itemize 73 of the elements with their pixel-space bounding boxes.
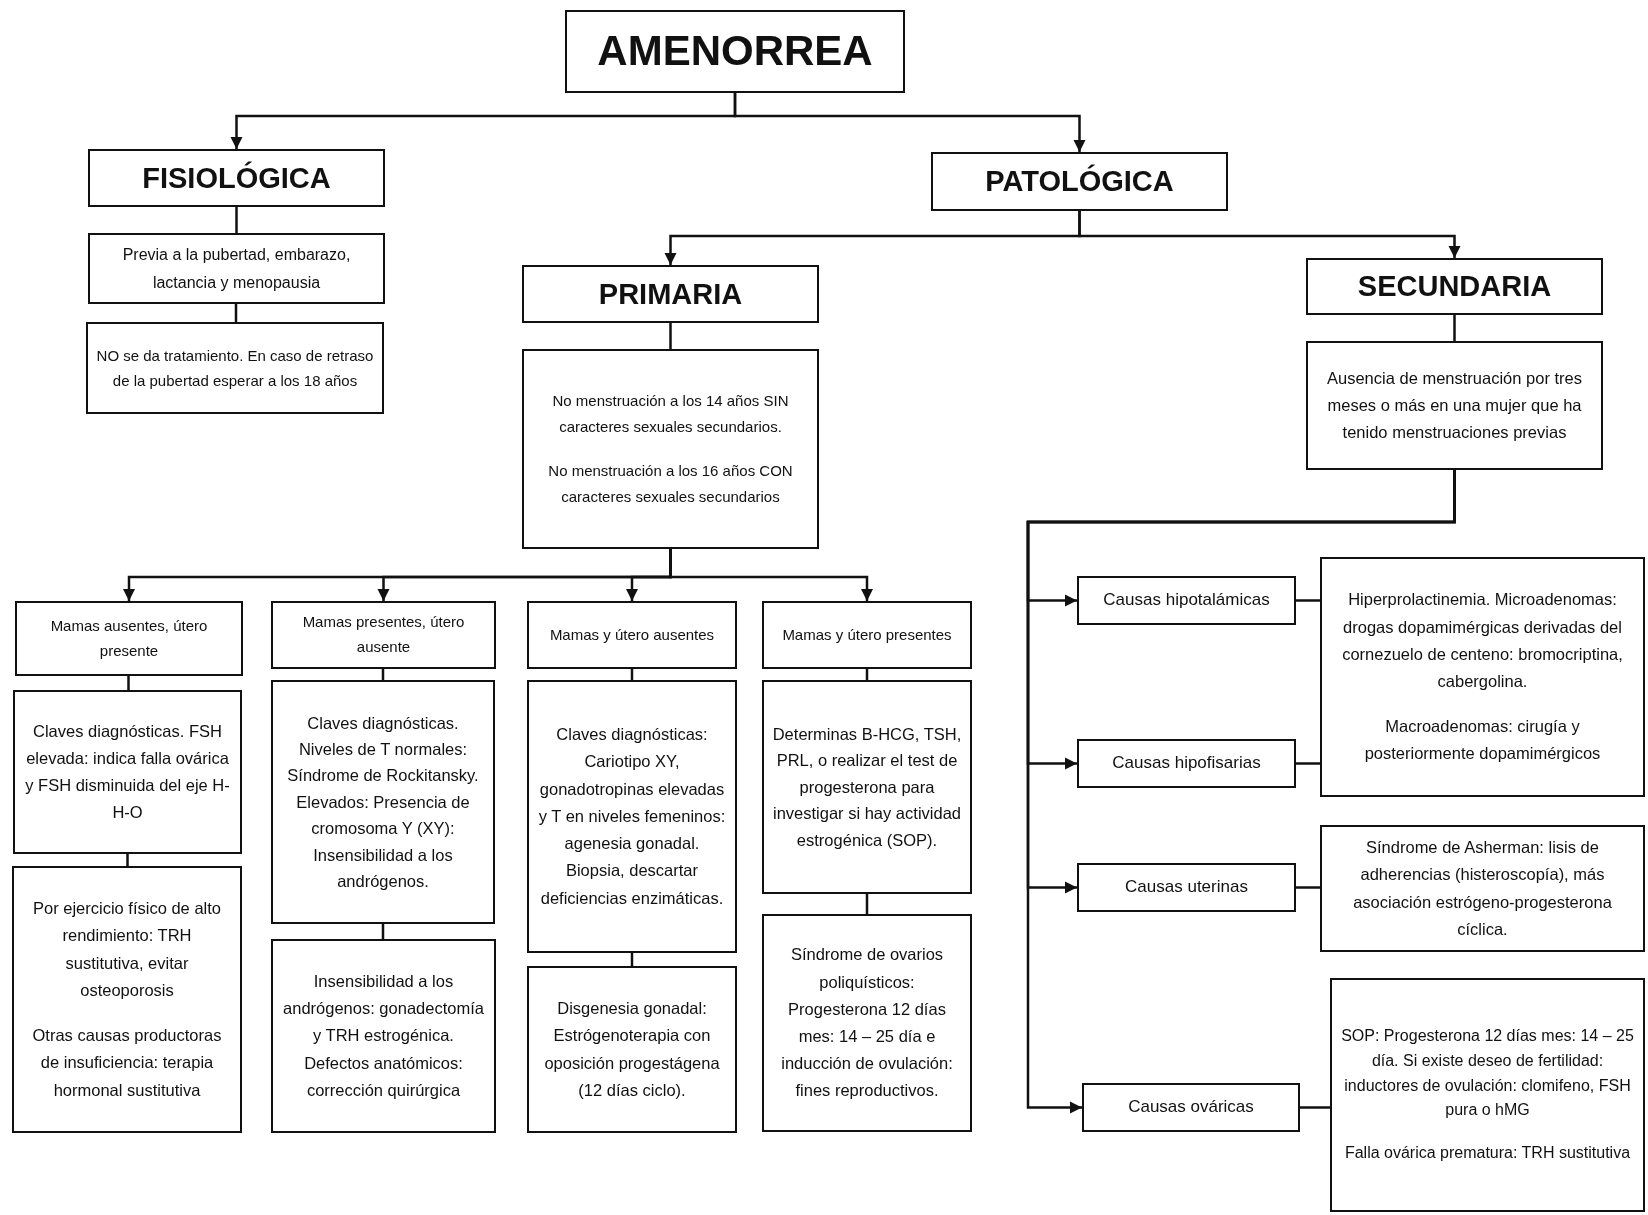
treatment-box xyxy=(271,939,496,1133)
box-text: Claves diagnósticas: Cariotipo XY, gonadotropinas elevadas y T en niveles femeninos: agenesia gonadal. Biopsia, descartar deficiencias enzimáticas. xyxy=(537,724,727,909)
description-box xyxy=(88,233,385,304)
connector-line xyxy=(235,207,238,233)
subtype-box xyxy=(271,601,496,669)
box-text: Por ejercicio físico de alto rendimiento: TRH sustitutiva, evitar osteoporosis xyxy=(32,898,222,1001)
diagnosis-box xyxy=(527,680,737,953)
arrow xyxy=(1078,211,1461,258)
subtype-box xyxy=(527,601,737,669)
box-text: Mamas y útero presentes xyxy=(782,624,952,645)
connector-line xyxy=(126,854,129,866)
box-text: Otras causas productoras de insuficiencia: terapia hormonal sustitutiva xyxy=(31,1025,223,1101)
box-text: Ausencia de menstruación por tres meses o más en una mujer que ha tenido menstruaciones previas xyxy=(1326,367,1583,444)
connector-line xyxy=(1300,1106,1330,1109)
box-text: Mamas y útero ausentes xyxy=(549,624,715,645)
box-text: Falla ovárica prematura: TRH sustitutiva xyxy=(1344,1143,1631,1164)
arrow xyxy=(669,549,874,601)
category-box xyxy=(931,152,1228,211)
diagnosis-box xyxy=(271,680,495,924)
box-text: Causas hipotalámicas xyxy=(1103,589,1270,612)
description-box xyxy=(86,322,384,414)
box-text: Síndrome de ovarios poliquísticos: Progesterona 12 días mes: 14 – 25 día e inducción de ovulación: fines reproductivos. xyxy=(780,944,954,1102)
box-text: PRIMARIA xyxy=(598,276,743,312)
connector-line xyxy=(127,676,130,690)
diagnosis-box xyxy=(13,690,242,854)
box-text: Claves diagnósticas. Niveles de T normales: Síndrome de Rockitansky. Elevados: Presencia de cromosoma Y (XY): Insensibilidad a los andrógenos. xyxy=(286,712,480,892)
treatment-box xyxy=(1330,978,1645,1212)
box-text: Mamas ausentes, útero presente xyxy=(49,615,209,661)
box-text: Causas hipofisarias xyxy=(1112,752,1261,775)
category-box xyxy=(1306,258,1603,315)
box-text: Disgenesia gonadal: Estrógenoterapia con oposición progestágena (12 días ciclo). xyxy=(543,998,721,1101)
treatment-box xyxy=(1320,557,1645,797)
diagnosis-box xyxy=(762,680,972,894)
cause-box xyxy=(1077,739,1296,788)
connector-line xyxy=(1296,599,1320,602)
box-text: NO se da tratamiento. En caso de retraso de la pubertad esperar a los 18 años xyxy=(96,345,374,391)
subtype-box xyxy=(15,601,243,676)
cause-box xyxy=(1077,576,1296,625)
box-text: No menstruación a los 16 años CON caracteres sexuales secundarios xyxy=(547,461,794,508)
treatment-box xyxy=(1320,825,1645,952)
connector-line xyxy=(1453,315,1456,341)
box-text: Causas uterinas xyxy=(1125,876,1248,899)
box-text: No menstruación a los 14 años SIN caracteres sexuales secundarios. xyxy=(551,390,790,437)
box-text: Claves diagnósticas. FSH elevada: indica falla ovárica y FSH disminuida del eje H- H-O xyxy=(24,720,231,824)
connector-line xyxy=(1296,886,1320,889)
connector-line xyxy=(669,323,672,349)
box-text: PATOLÓGICA xyxy=(985,164,1174,199)
box-text: Macroadenomas: cirugía y posteriormente dopamimérgicos xyxy=(1363,716,1602,765)
box-text: Insensibilidad a los andrógenos: gonadectomía y TRH estrogénica. Defectos anatómicos: corrección quirúrgica xyxy=(282,970,485,1101)
category-box xyxy=(522,265,819,323)
subtype-box xyxy=(762,601,972,669)
category-box xyxy=(88,149,385,207)
definition-box xyxy=(522,349,819,549)
treatment-box xyxy=(12,866,242,1133)
treatment-box xyxy=(527,966,737,1133)
box-text: Determinas B-HCG, TSH, PRL, o realizar el test de progesterona para investigar si hay actividad estrogénica (SOP). xyxy=(772,724,962,851)
box-text: SECUNDARIA xyxy=(1357,269,1552,304)
arrow xyxy=(733,93,1086,152)
connector-line xyxy=(1296,762,1320,765)
definition-box xyxy=(1306,341,1603,470)
box-text: Causas ováricas xyxy=(1128,1096,1254,1119)
cause-box xyxy=(1077,863,1296,912)
treatment-box xyxy=(762,914,972,1132)
box-text: AMENORREA xyxy=(597,26,873,77)
box-text: Síndrome de Asherman: lisis de adherencias (histeroscopía), más asociación estrógeno-progesterona cíclica. xyxy=(1352,837,1613,940)
box-text: FISIOLÓGICA xyxy=(142,160,331,196)
cause-box xyxy=(1082,1083,1300,1132)
box-text: Mamas presentes, útero ausente xyxy=(301,612,466,657)
title-box xyxy=(565,10,905,93)
box-text: Hiperprolactinemia. Microadenomas: drogas dopamimérgicas derivadas del cornezuelo de centeno: bromocriptina, cabergolina. xyxy=(1341,589,1624,692)
box-text: Previa a la pubertad, embarazo, lactancia y menopausia xyxy=(121,245,352,293)
box-text: SOP: Progesterona 12 días mes: 14 – 25 día. Si existe deseo de fertilidad: inductores de ovulación: clomifeno, FSH pura o hMG xyxy=(1340,1026,1635,1121)
connector-line xyxy=(865,894,869,914)
